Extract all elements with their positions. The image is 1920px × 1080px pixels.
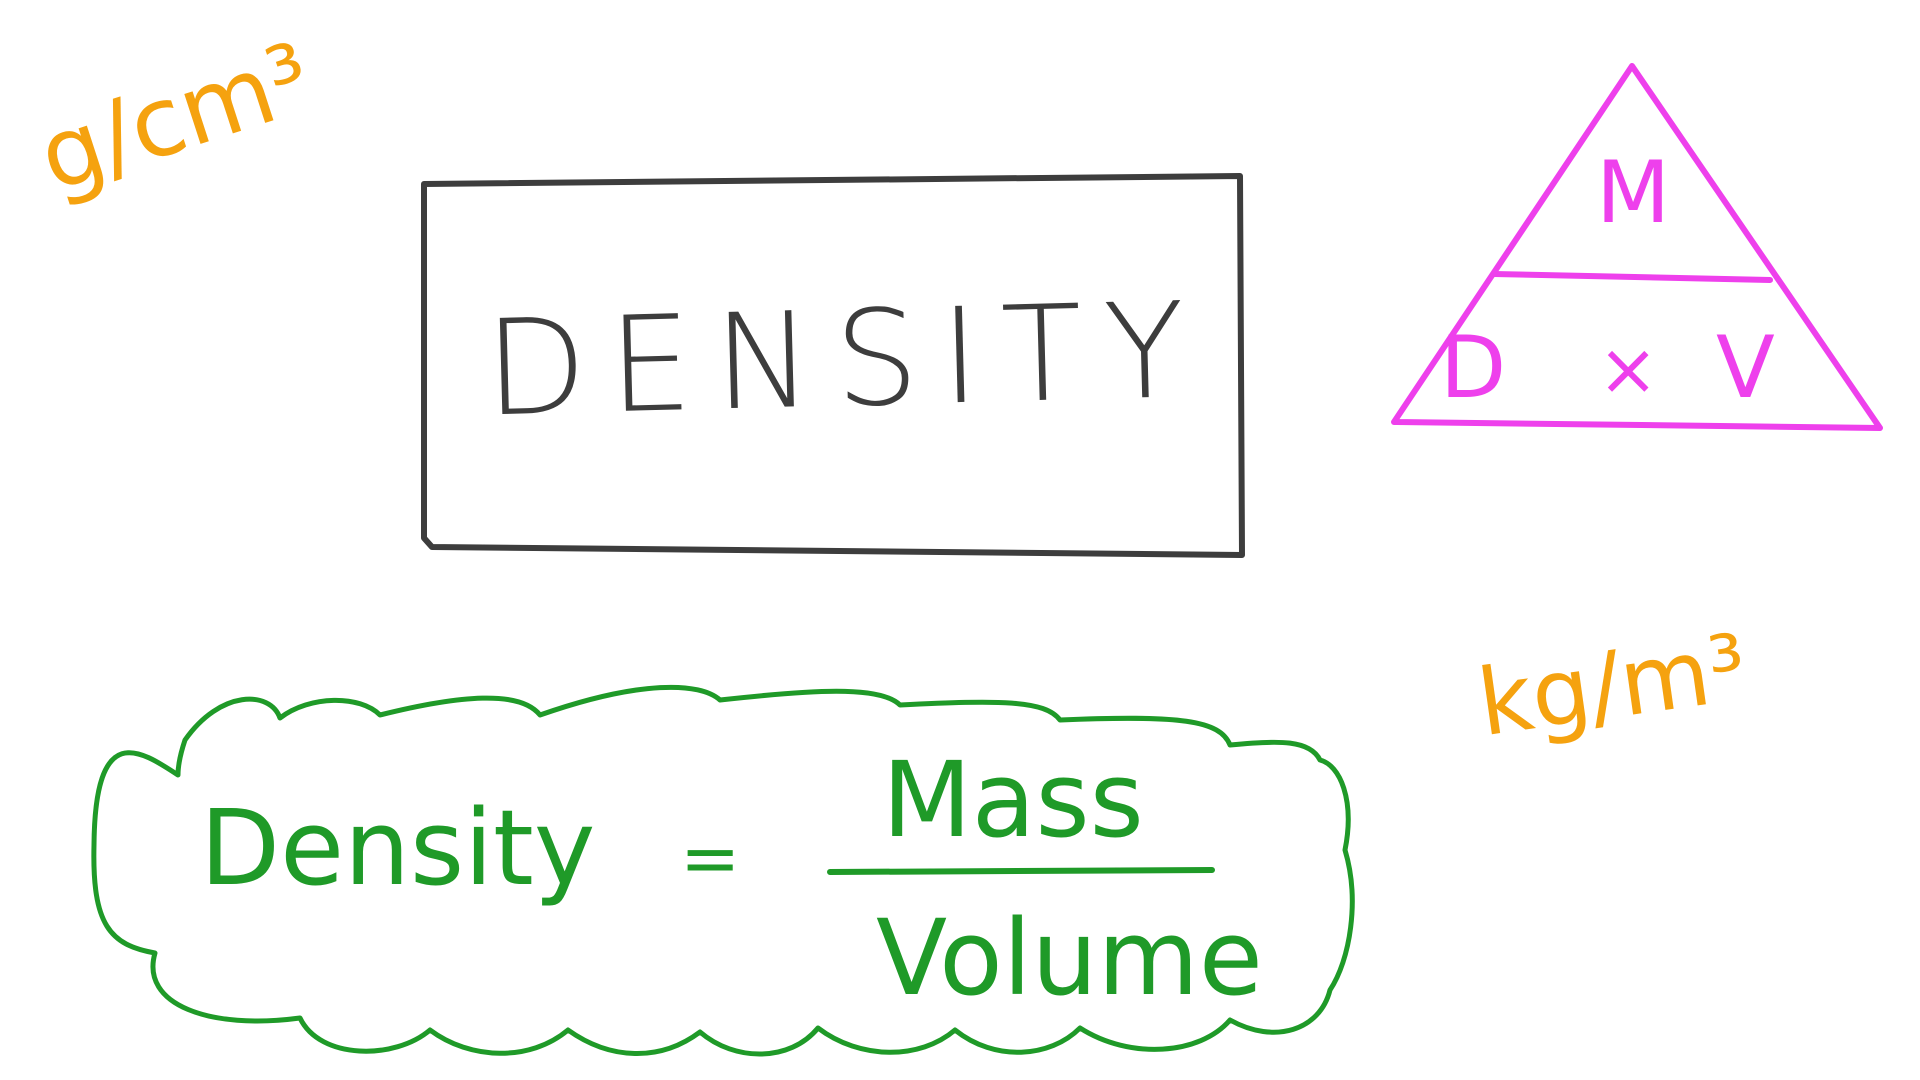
triangle-label-volume: V — [1716, 318, 1775, 418]
formula-numerator-mass: Mass — [882, 739, 1144, 861]
fraction-bar — [827, 867, 1215, 875]
formula-lhs-density: Density — [200, 787, 596, 909]
formula-equals-sign: = — [680, 816, 741, 900]
formula-denominator-volume: Volume — [876, 897, 1263, 1019]
triangle-label-density: D — [1440, 318, 1507, 418]
unit-grams-per-cubic-cm: g/cm³ — [25, 21, 325, 214]
unit-kilograms-per-cubic-metre: kg/m³ — [1471, 613, 1754, 758]
triangle-label-mass: M — [1596, 143, 1671, 243]
triangle-label-multiply: × — [1598, 327, 1659, 411]
title-box: DENSITY — [424, 180, 1246, 540]
triangle-divider — [1491, 271, 1773, 283]
page-title: DENSITY — [483, 273, 1209, 447]
